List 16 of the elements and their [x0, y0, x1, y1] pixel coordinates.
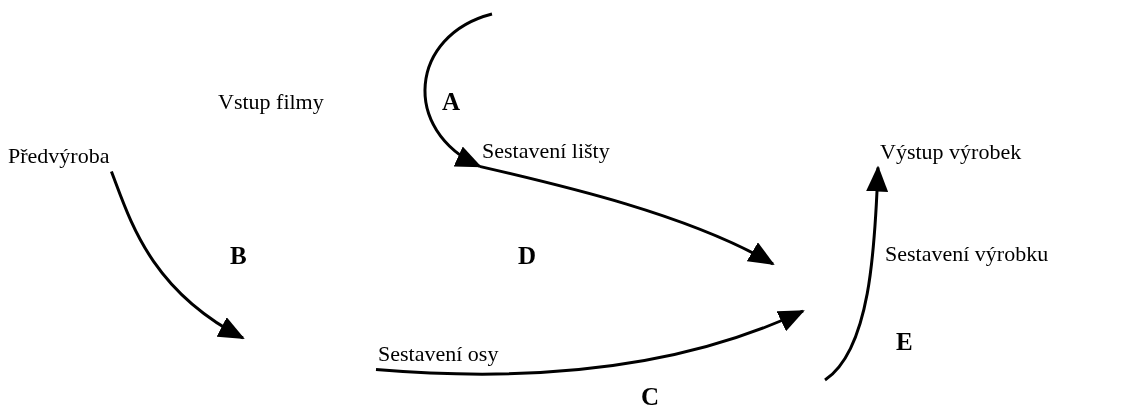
node-label: Sestavení osy: [378, 340, 499, 368]
edge-label: E: [896, 327, 913, 357]
curved-arrow: [423, 12, 493, 168]
curved-arrow: [375, 309, 805, 376]
curved-arrow: [110, 170, 245, 340]
edge-label: B: [230, 241, 247, 271]
edge-label: A: [442, 87, 461, 117]
curved-arrow: [824, 165, 889, 382]
node-label: Sestavení lišty: [482, 137, 610, 165]
node-label: Výstup výrobek: [880, 138, 1022, 166]
node-label: Předvýroba: [8, 142, 110, 170]
node-label: Sestavení výrobku: [885, 240, 1049, 268]
node-label: Vstup filmy: [218, 88, 324, 116]
curved-arrow: [479, 165, 775, 266]
edge-label: D: [518, 241, 537, 271]
edge-label: C: [641, 382, 660, 412]
